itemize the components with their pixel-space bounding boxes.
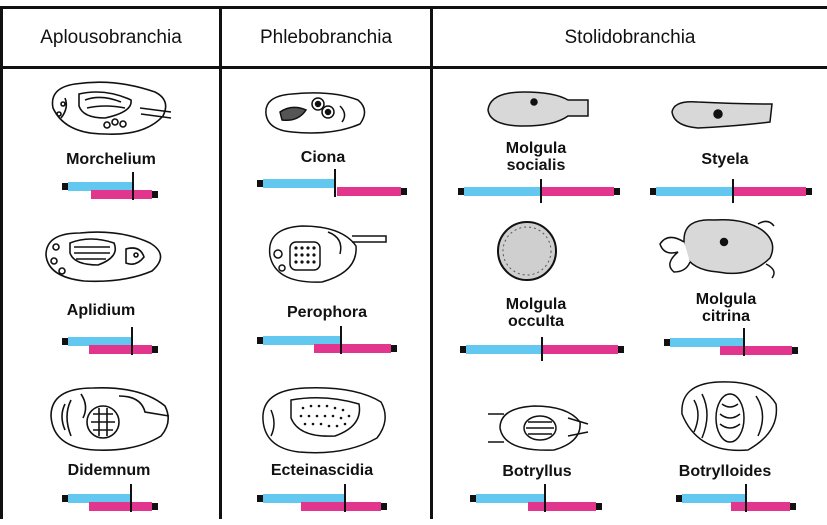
transition-marker (130, 484, 132, 512)
ecteinascidia-illustration (255, 380, 395, 458)
bar-end-cap (401, 188, 407, 195)
blue-phase (464, 187, 541, 196)
pink-phase (337, 187, 401, 196)
species-name-didemnum: Didemnum (68, 462, 151, 479)
column-divider-1 (219, 6, 222, 519)
timeline-bar-botryllus (470, 493, 602, 519)
didemnum-illustration (45, 382, 175, 454)
pink-phase (542, 345, 618, 354)
molgula-socialis-illustration (484, 86, 594, 132)
timeline-bar-molgula-occulta (460, 341, 624, 367)
column-header-phlebobranchia: Phlebobranchia (222, 9, 430, 67)
transition-marker (131, 327, 133, 355)
bar-end-cap (152, 503, 158, 510)
bar-end-cap (792, 347, 798, 354)
pink-phase (314, 344, 391, 353)
species-name-molgula-citrina: Molgula citrina (696, 291, 756, 325)
pink-phase (89, 502, 152, 511)
species-name-botryllus: Botryllus (502, 463, 571, 480)
species-name-molgula-occulta: Molgula occulta (506, 296, 566, 330)
aplidium-illustration (40, 225, 175, 285)
pink-phase (91, 190, 152, 199)
species-name-ciona: Ciona (301, 149, 345, 166)
styela-illustration (668, 96, 778, 132)
timeline-bar-morchelium (62, 181, 158, 207)
bar-end-cap (152, 346, 158, 353)
column-divider-2 (430, 6, 433, 519)
pink-phase (731, 502, 790, 511)
transition-marker (745, 484, 747, 512)
species-name-morchelium: Morchelium (66, 151, 156, 168)
bar-end-cap (152, 191, 158, 198)
bar-end-cap (806, 188, 812, 195)
timeline-bar-molgula-citrina (664, 337, 798, 363)
column-header-stolidobranchia: Stolidobranchia (433, 9, 827, 67)
botrylloides-illustration (672, 374, 782, 458)
transition-marker (743, 328, 745, 356)
timeline-bar-aplidium (62, 336, 158, 362)
transition-marker (344, 484, 346, 512)
species-name-molgula-socialis: Molgula socialis (506, 140, 566, 174)
pink-phase (541, 187, 614, 196)
timeline-bar-botrylloides (676, 493, 796, 519)
morchelium-illustration (45, 78, 175, 140)
transition-marker (544, 484, 546, 512)
transition-marker (334, 169, 336, 197)
species-name-ecteinascidia: Ecteinascidia (271, 462, 373, 479)
bar-end-cap (596, 503, 602, 510)
pink-phase (301, 502, 381, 511)
species-name-perophora: Perophora (287, 304, 367, 321)
transition-marker (732, 179, 734, 203)
blue-phase (263, 179, 335, 188)
bar-end-cap (381, 503, 387, 510)
transition-marker (540, 179, 542, 203)
species-name-aplidium: Aplidium (67, 302, 135, 319)
species-name-styela: Styela (701, 151, 748, 168)
ciona-illustration (262, 88, 372, 138)
pink-phase (528, 502, 596, 511)
molgula-citrina-illustration (654, 212, 784, 284)
transition-marker (132, 172, 134, 200)
timeline-bar-ciona (257, 178, 407, 204)
blue-phase (466, 345, 542, 354)
perophora-illustration (262, 218, 392, 288)
bar-end-cap (790, 503, 796, 510)
species-name-botrylloides: Botrylloides (679, 463, 771, 480)
blue-phase (656, 187, 733, 196)
timeline-bar-styela (650, 183, 812, 209)
column-header-aplousobranchia: Aplousobranchia (3, 9, 219, 67)
transition-marker (541, 337, 543, 361)
transition-marker (340, 326, 342, 354)
pink-phase (89, 345, 152, 354)
bar-end-cap (391, 345, 397, 352)
timeline-bar-ecteinascidia (257, 493, 387, 519)
pink-phase (720, 346, 792, 355)
bar-end-cap (614, 188, 620, 195)
molgula-occulta-illustration (494, 218, 560, 284)
timeline-bar-didemnum (62, 493, 158, 519)
timeline-bar-perophora (257, 335, 397, 361)
timeline-bar-molgula-socialis (458, 183, 620, 209)
botryllus-illustration (484, 398, 594, 458)
left-border (0, 6, 3, 519)
bar-end-cap (618, 346, 624, 353)
pink-phase (733, 187, 806, 196)
